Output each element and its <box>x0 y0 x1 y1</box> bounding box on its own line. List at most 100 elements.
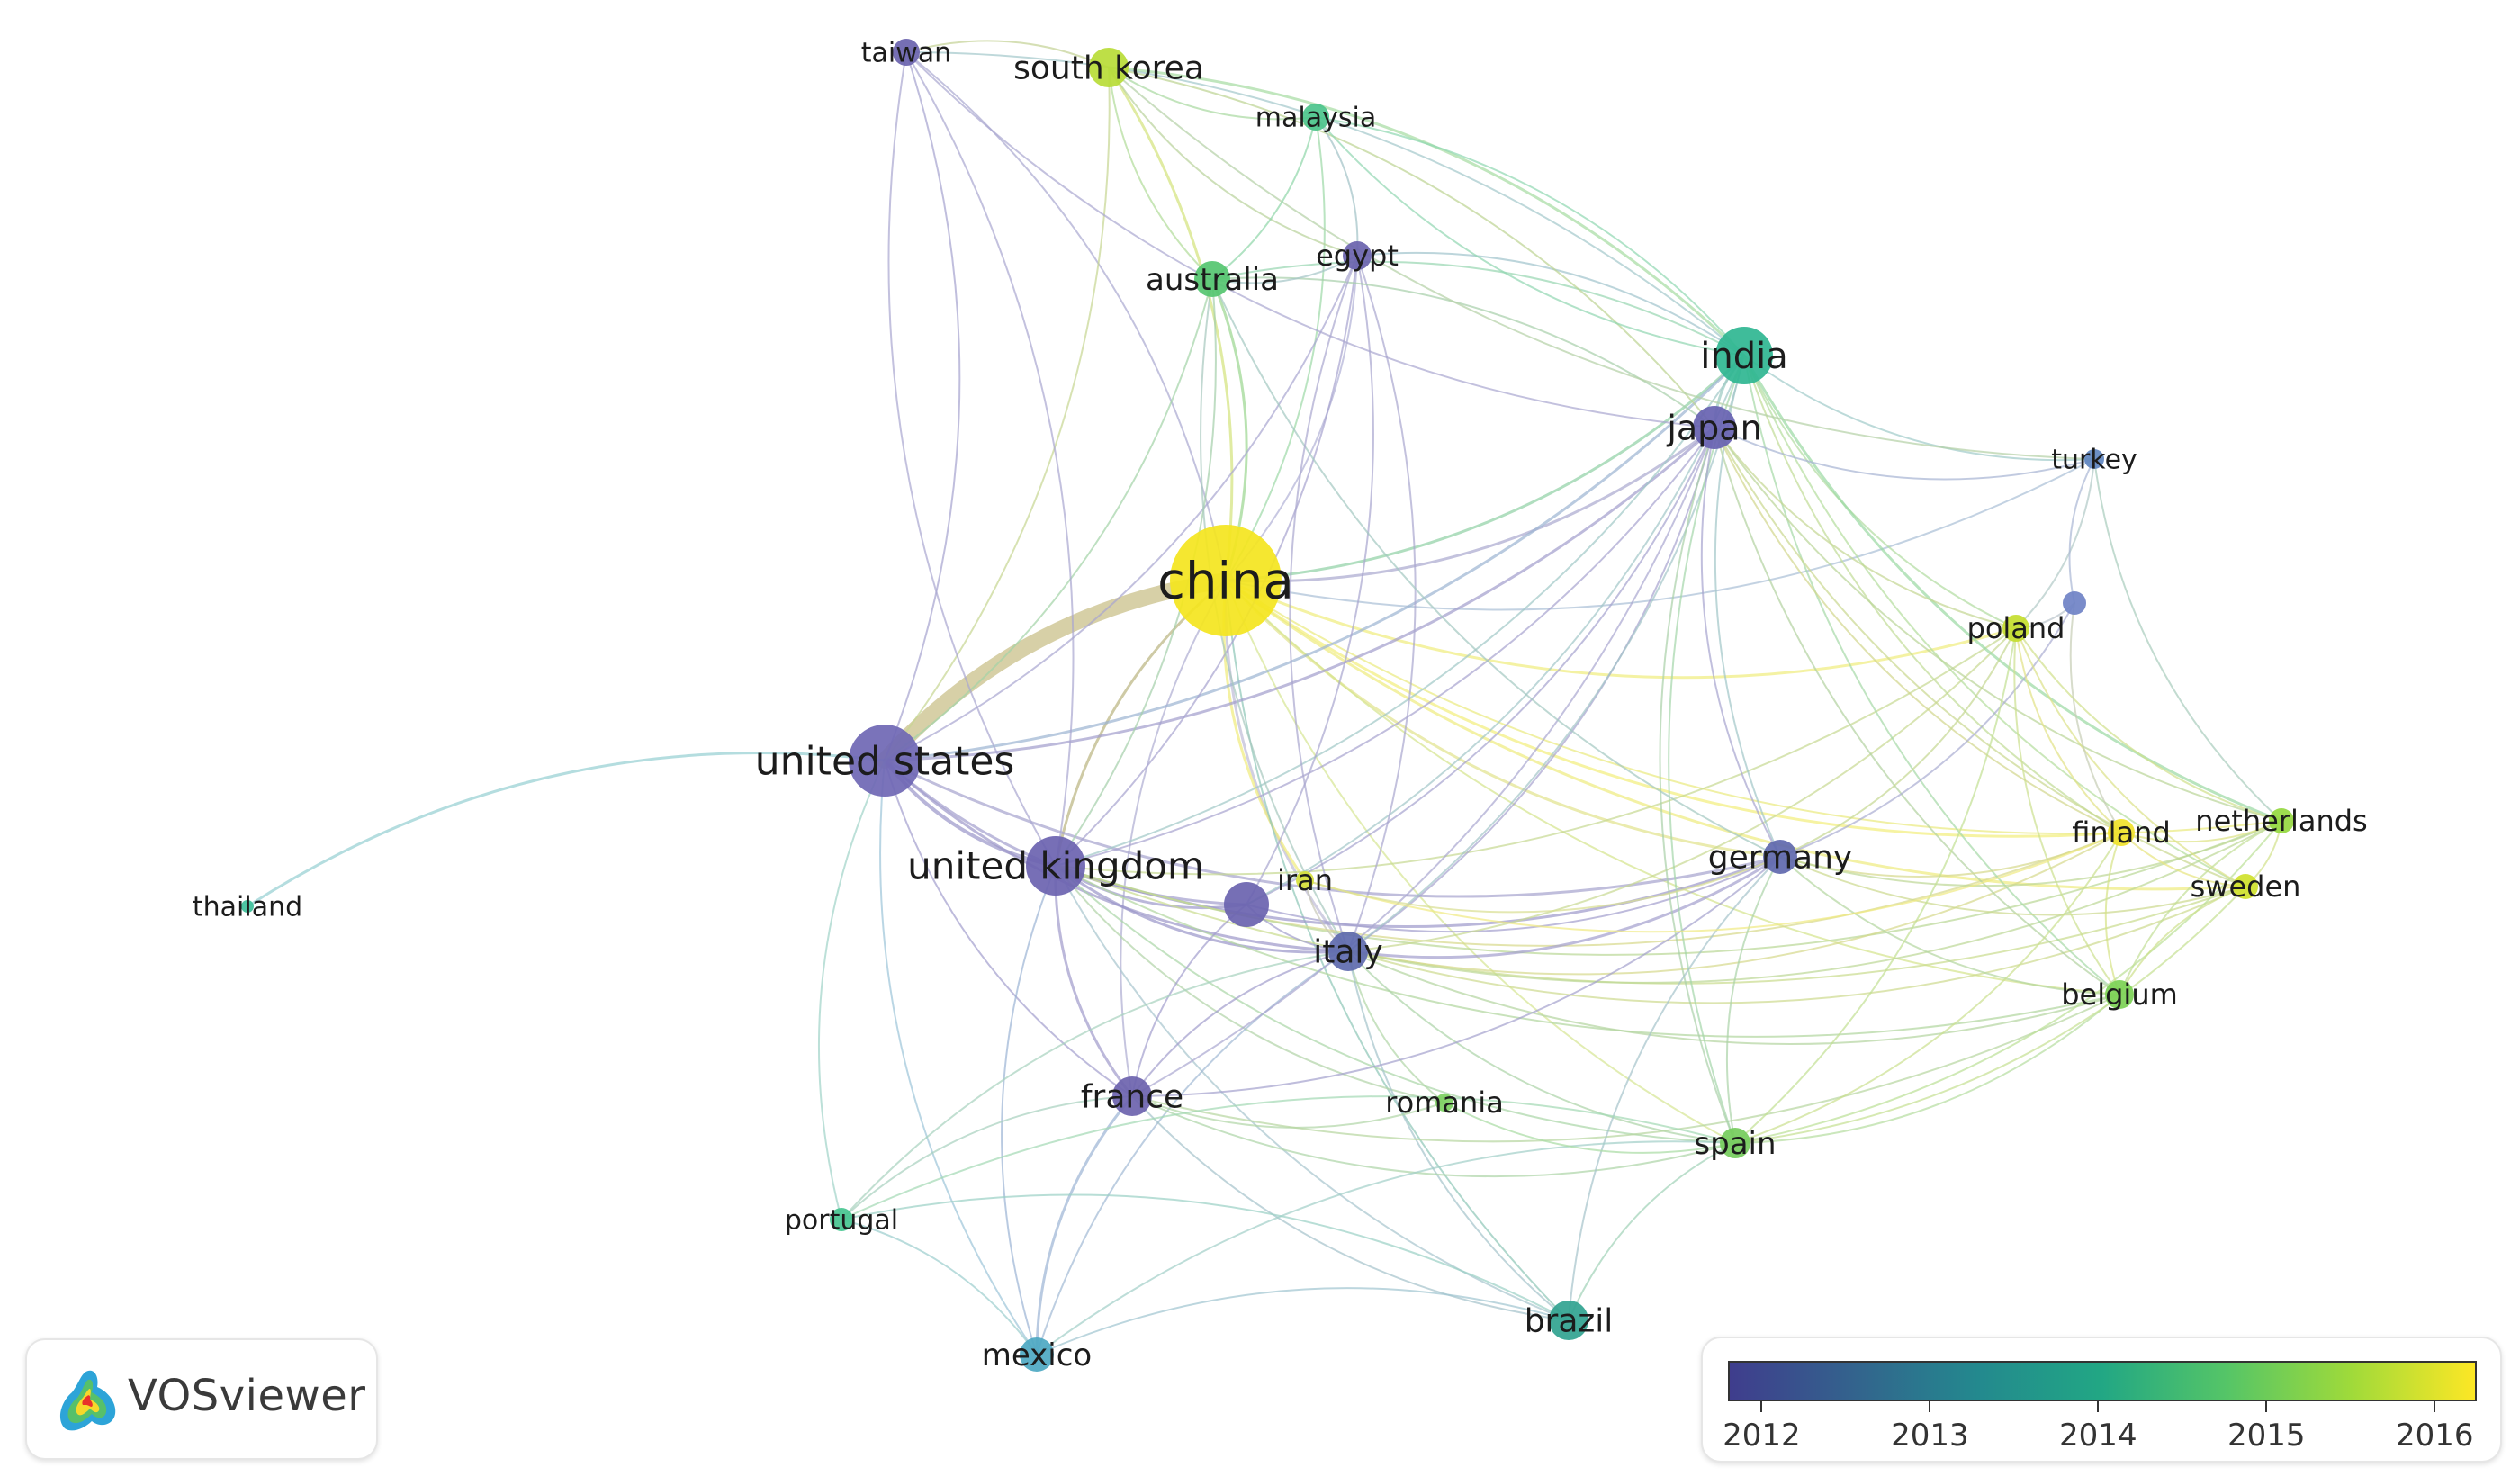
link-china-malaysia <box>1225 116 1326 581</box>
link-france-brazil <box>1131 1095 1570 1321</box>
link-united-kingdom-poland <box>1055 627 2017 876</box>
link-unlabeled-1-egypt <box>1246 255 1374 905</box>
node-france[interactable] <box>1112 1076 1152 1116</box>
link-finland-belgium <box>2104 832 2122 995</box>
node-brazil[interactable] <box>1549 1301 1588 1340</box>
link-italy-india <box>1347 355 1745 952</box>
link-spain-brazil <box>1568 1142 1736 1321</box>
link-poland-netherlands <box>2015 627 2282 822</box>
link-united-states-australia <box>884 278 1213 761</box>
link-china-poland <box>1224 579 2018 680</box>
link-japan-germany <box>1700 427 1781 858</box>
node-sweden[interactable] <box>2233 874 2258 899</box>
legend-tick-label: 2016 <box>2395 1418 2474 1454</box>
legend-tick-mark <box>2434 1401 2436 1412</box>
link-japan-sweden <box>1714 427 2246 887</box>
node-south-korea[interactable] <box>1089 48 1129 87</box>
node-mexico[interactable] <box>1020 1337 1054 1372</box>
link-iran-germany <box>1304 856 1781 914</box>
link-taiwan-japan <box>905 51 1715 428</box>
link-italy-portugal <box>841 950 1349 1220</box>
node-united-kingdom[interactable] <box>1026 836 1085 896</box>
node-spain[interactable] <box>1720 1128 1750 1158</box>
link-india-finland <box>1743 355 2122 833</box>
link-spain-netherlands <box>1734 820 2282 1144</box>
link-france-belgium <box>1131 994 2120 1143</box>
label-finland: finland <box>2072 815 2171 850</box>
link-unlabeled-1-germany <box>1246 856 1781 933</box>
node-india[interactable] <box>1715 327 1773 384</box>
link-united-kingdom-spain <box>1055 865 1736 1144</box>
label-china: china <box>1157 553 1294 611</box>
node-turkey[interactable] <box>2084 449 2104 469</box>
node-poland[interactable] <box>2002 615 2030 642</box>
brand-name: VOSviewer <box>128 1371 366 1421</box>
link-unlabeled-1-india <box>1246 355 1745 905</box>
node-japan[interactable] <box>1693 406 1736 449</box>
link-germany-netherlands <box>1779 820 2282 887</box>
node-unlabeled-2[interactable] <box>2063 591 2086 615</box>
label-sweden: sweden <box>2191 869 2301 904</box>
link-united-states-south-korea <box>884 67 1111 761</box>
link-italy-egypt <box>1347 255 1417 952</box>
link-united-states-japan <box>883 426 1716 762</box>
label-united-kingdom: united kingdom <box>907 844 1204 888</box>
link-china-sweden <box>1224 579 2247 891</box>
legend-tick-label: 2014 <box>2059 1418 2138 1454</box>
legend-tick-mark <box>1929 1401 1931 1412</box>
node-australia[interactable] <box>1194 261 1230 297</box>
legend-tick-label: 2012 <box>1723 1418 1801 1454</box>
link-spain-belgium <box>1734 994 2120 1144</box>
link-turkey-netherlands <box>2093 458 2282 822</box>
link-france-mexico <box>1035 1094 1134 1356</box>
link-united-states-germany <box>883 759 1782 898</box>
link-india-belgium <box>1743 355 2120 995</box>
node-netherlands[interactable] <box>2269 808 2294 833</box>
link-japan-poland <box>1714 427 2017 629</box>
label-taiwan: taiwan <box>861 38 951 69</box>
link-france-portugal <box>841 1095 1133 1220</box>
link-china-south-korea <box>1107 66 1234 582</box>
link-united-states-mexico <box>879 760 1038 1355</box>
label-india: india <box>1700 336 1787 377</box>
link-finland-sweden <box>2120 832 2246 887</box>
legend-tick-mark <box>1760 1401 1763 1412</box>
node-china[interactable] <box>1170 525 1282 636</box>
node-finland[interactable] <box>2108 819 2135 846</box>
link-japan-turkey <box>1714 427 2095 481</box>
link-unlabeled-2-finland <box>2069 602 2122 833</box>
link-united-kingdom-taiwan <box>905 51 1075 867</box>
label-turkey: turkey <box>2051 445 2138 476</box>
node-portugal[interactable] <box>830 1208 853 1231</box>
link-italy-japan <box>1347 427 1715 952</box>
link-spain-mexico <box>1036 1140 1736 1355</box>
label-brazil: brazil <box>1525 1303 1614 1340</box>
link-unlabeled-1-france <box>1131 904 1247 1097</box>
label-australia: australia <box>1146 262 1279 298</box>
vosviewer-brand: VOSviewer <box>25 1338 378 1460</box>
node-taiwan[interactable] <box>893 39 920 66</box>
node-egypt[interactable] <box>1343 241 1372 270</box>
link-italy-netherlands <box>1347 820 2282 984</box>
node-germany[interactable] <box>1763 840 1797 874</box>
label-iran: iran <box>1277 863 1333 897</box>
node-romania[interactable] <box>1436 1094 1454 1112</box>
node-unlabeled-1[interactable] <box>1224 882 1269 927</box>
link-japan-finland <box>1714 427 2122 833</box>
node-italy[interactable] <box>1328 932 1368 971</box>
link-china-india <box>1224 354 1746 582</box>
link-germany-belgium <box>1779 856 2120 995</box>
link-malaysia-india <box>1315 116 1745 356</box>
node-united-states[interactable] <box>849 725 921 797</box>
node-belgium[interactable] <box>2105 980 2134 1009</box>
link-france-japan <box>1131 427 1715 1097</box>
node-iran[interactable] <box>1296 871 1314 889</box>
link-india-south-korea <box>1107 66 1746 357</box>
node-malaysia[interactable] <box>1302 104 1329 131</box>
link-china-france <box>1120 580 1227 1097</box>
link-italy-france <box>1131 950 1349 1097</box>
node-thailand[interactable] <box>241 900 254 913</box>
link-italy-germany <box>1346 855 1782 959</box>
legend-tick-label: 2013 <box>1891 1418 1969 1454</box>
